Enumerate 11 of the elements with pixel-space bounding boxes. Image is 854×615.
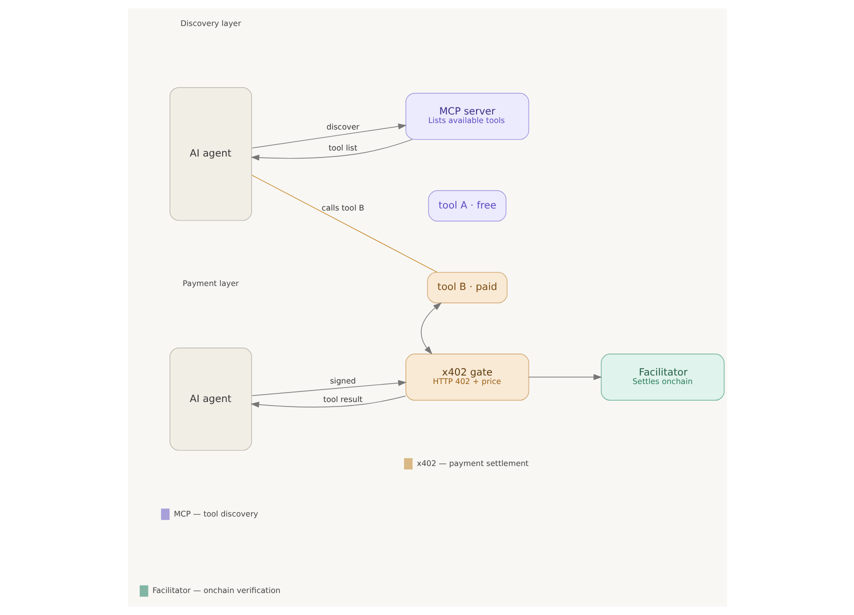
arrow <box>251 123 406 148</box>
connector <box>251 174 438 273</box>
arrow <box>528 374 602 380</box>
arrow <box>420 302 442 355</box>
arrow <box>251 380 406 396</box>
node-box: AI agent <box>169 87 252 221</box>
node-box: AI agent <box>169 348 252 451</box>
arrow <box>250 396 406 408</box>
node-box: tool A · free <box>428 190 506 222</box>
arrow <box>250 139 412 161</box>
node-box: tool B · paid <box>426 272 507 304</box>
